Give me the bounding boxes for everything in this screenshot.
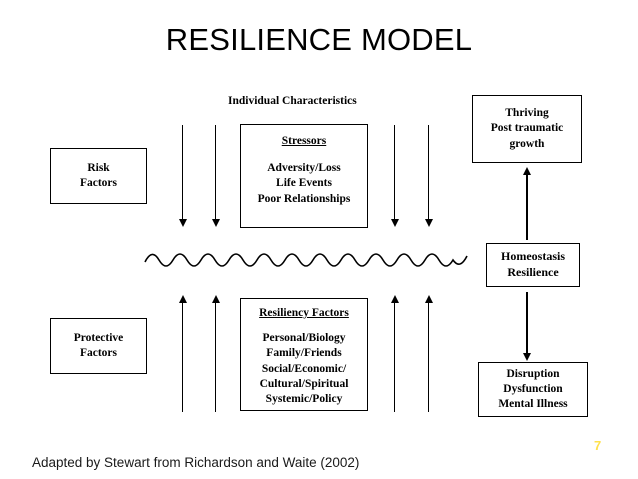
protective-factors-line-2: Factors	[79, 347, 118, 359]
individual-characteristics-label: Individual Characteristics	[228, 95, 357, 107]
resiliency-factors-line-3: Social/Economic/	[261, 362, 347, 375]
down-arrow-3	[390, 125, 399, 227]
homeostasis-line-2: Resilience	[507, 265, 559, 279]
page-title: RESILIENCE MODEL	[165, 22, 473, 57]
arrow-head-up-icon	[522, 167, 531, 175]
thriving-line-3: growth	[509, 137, 545, 150]
risk-factors-line-2: Factors	[79, 177, 118, 189]
protective-factors-line-1: Protective	[73, 331, 124, 344]
stressors-heading: Stressors	[281, 135, 327, 147]
arrow-head-down-icon	[390, 219, 399, 227]
disruption-line-3: Mental Illness	[498, 398, 568, 411]
resiliency-factors-line-5: Systemic/Policy	[265, 392, 343, 405]
up-arrow-4	[424, 295, 433, 412]
risk-factors-line-1: Risk	[87, 161, 110, 174]
down-arrow-1	[178, 125, 187, 227]
stressors-box: Stressors Adversity/Loss Life Events Poo…	[240, 124, 368, 228]
up-arrow-2	[211, 295, 220, 412]
disruption-line-1: Disruption	[506, 367, 560, 380]
arrow-head-down-icon	[178, 219, 187, 227]
arrow-head-up-icon	[424, 295, 433, 303]
stressors-line-2: Life Events	[276, 177, 332, 190]
arrow-head-up-icon	[211, 295, 220, 303]
arrow-head-down-icon	[211, 219, 220, 227]
resiliency-factors-line-1: Personal/Biology	[262, 332, 346, 345]
protective-factors-box: Protective Factors	[50, 318, 147, 374]
thriving-line-2: Post traumatic	[490, 122, 564, 135]
resiliency-factors-box: Resiliency Factors Personal/Biology Fami…	[240, 298, 368, 411]
arrow-head-down-icon	[424, 219, 433, 227]
up-arrow-3	[390, 295, 399, 412]
homeostasis-box: Homeostasis Resilience	[486, 243, 580, 287]
thriving-box: Thriving Post traumatic growth	[472, 95, 582, 163]
homeostasis-line-1: Homeostasis	[501, 249, 565, 264]
risk-factors-box: Risk Factors	[50, 148, 147, 204]
stressors-line-3: Poor Relationships	[257, 192, 351, 205]
down-arrow-2	[211, 125, 220, 227]
page-number: 7	[594, 438, 602, 453]
homeostasis-to-disruption-arrow	[522, 292, 531, 361]
thriving-line-1: Thriving	[505, 107, 549, 120]
homeostasis-to-thriving-arrow	[522, 167, 531, 240]
disruption-box: Disruption Dysfunction Mental Illness	[478, 362, 588, 417]
resiliency-factors-line-2: Family/Friends	[266, 347, 342, 360]
resiliency-factors-line-4: Cultural/Spiritual	[259, 377, 349, 390]
up-arrow-1	[178, 295, 187, 412]
arrow-head-up-icon	[178, 295, 187, 303]
disruption-wave-icon	[144, 253, 468, 267]
attribution-footer: Adapted by Stewart from Richardson and W…	[32, 455, 360, 470]
down-arrow-4	[424, 125, 433, 227]
resiliency-factors-heading: Resiliency Factors	[259, 307, 349, 319]
stressors-line-1: Adversity/Loss	[267, 162, 341, 175]
arrow-head-up-icon	[390, 295, 399, 303]
disruption-line-2: Dysfunction	[503, 382, 563, 395]
arrow-head-down-icon	[522, 353, 531, 361]
